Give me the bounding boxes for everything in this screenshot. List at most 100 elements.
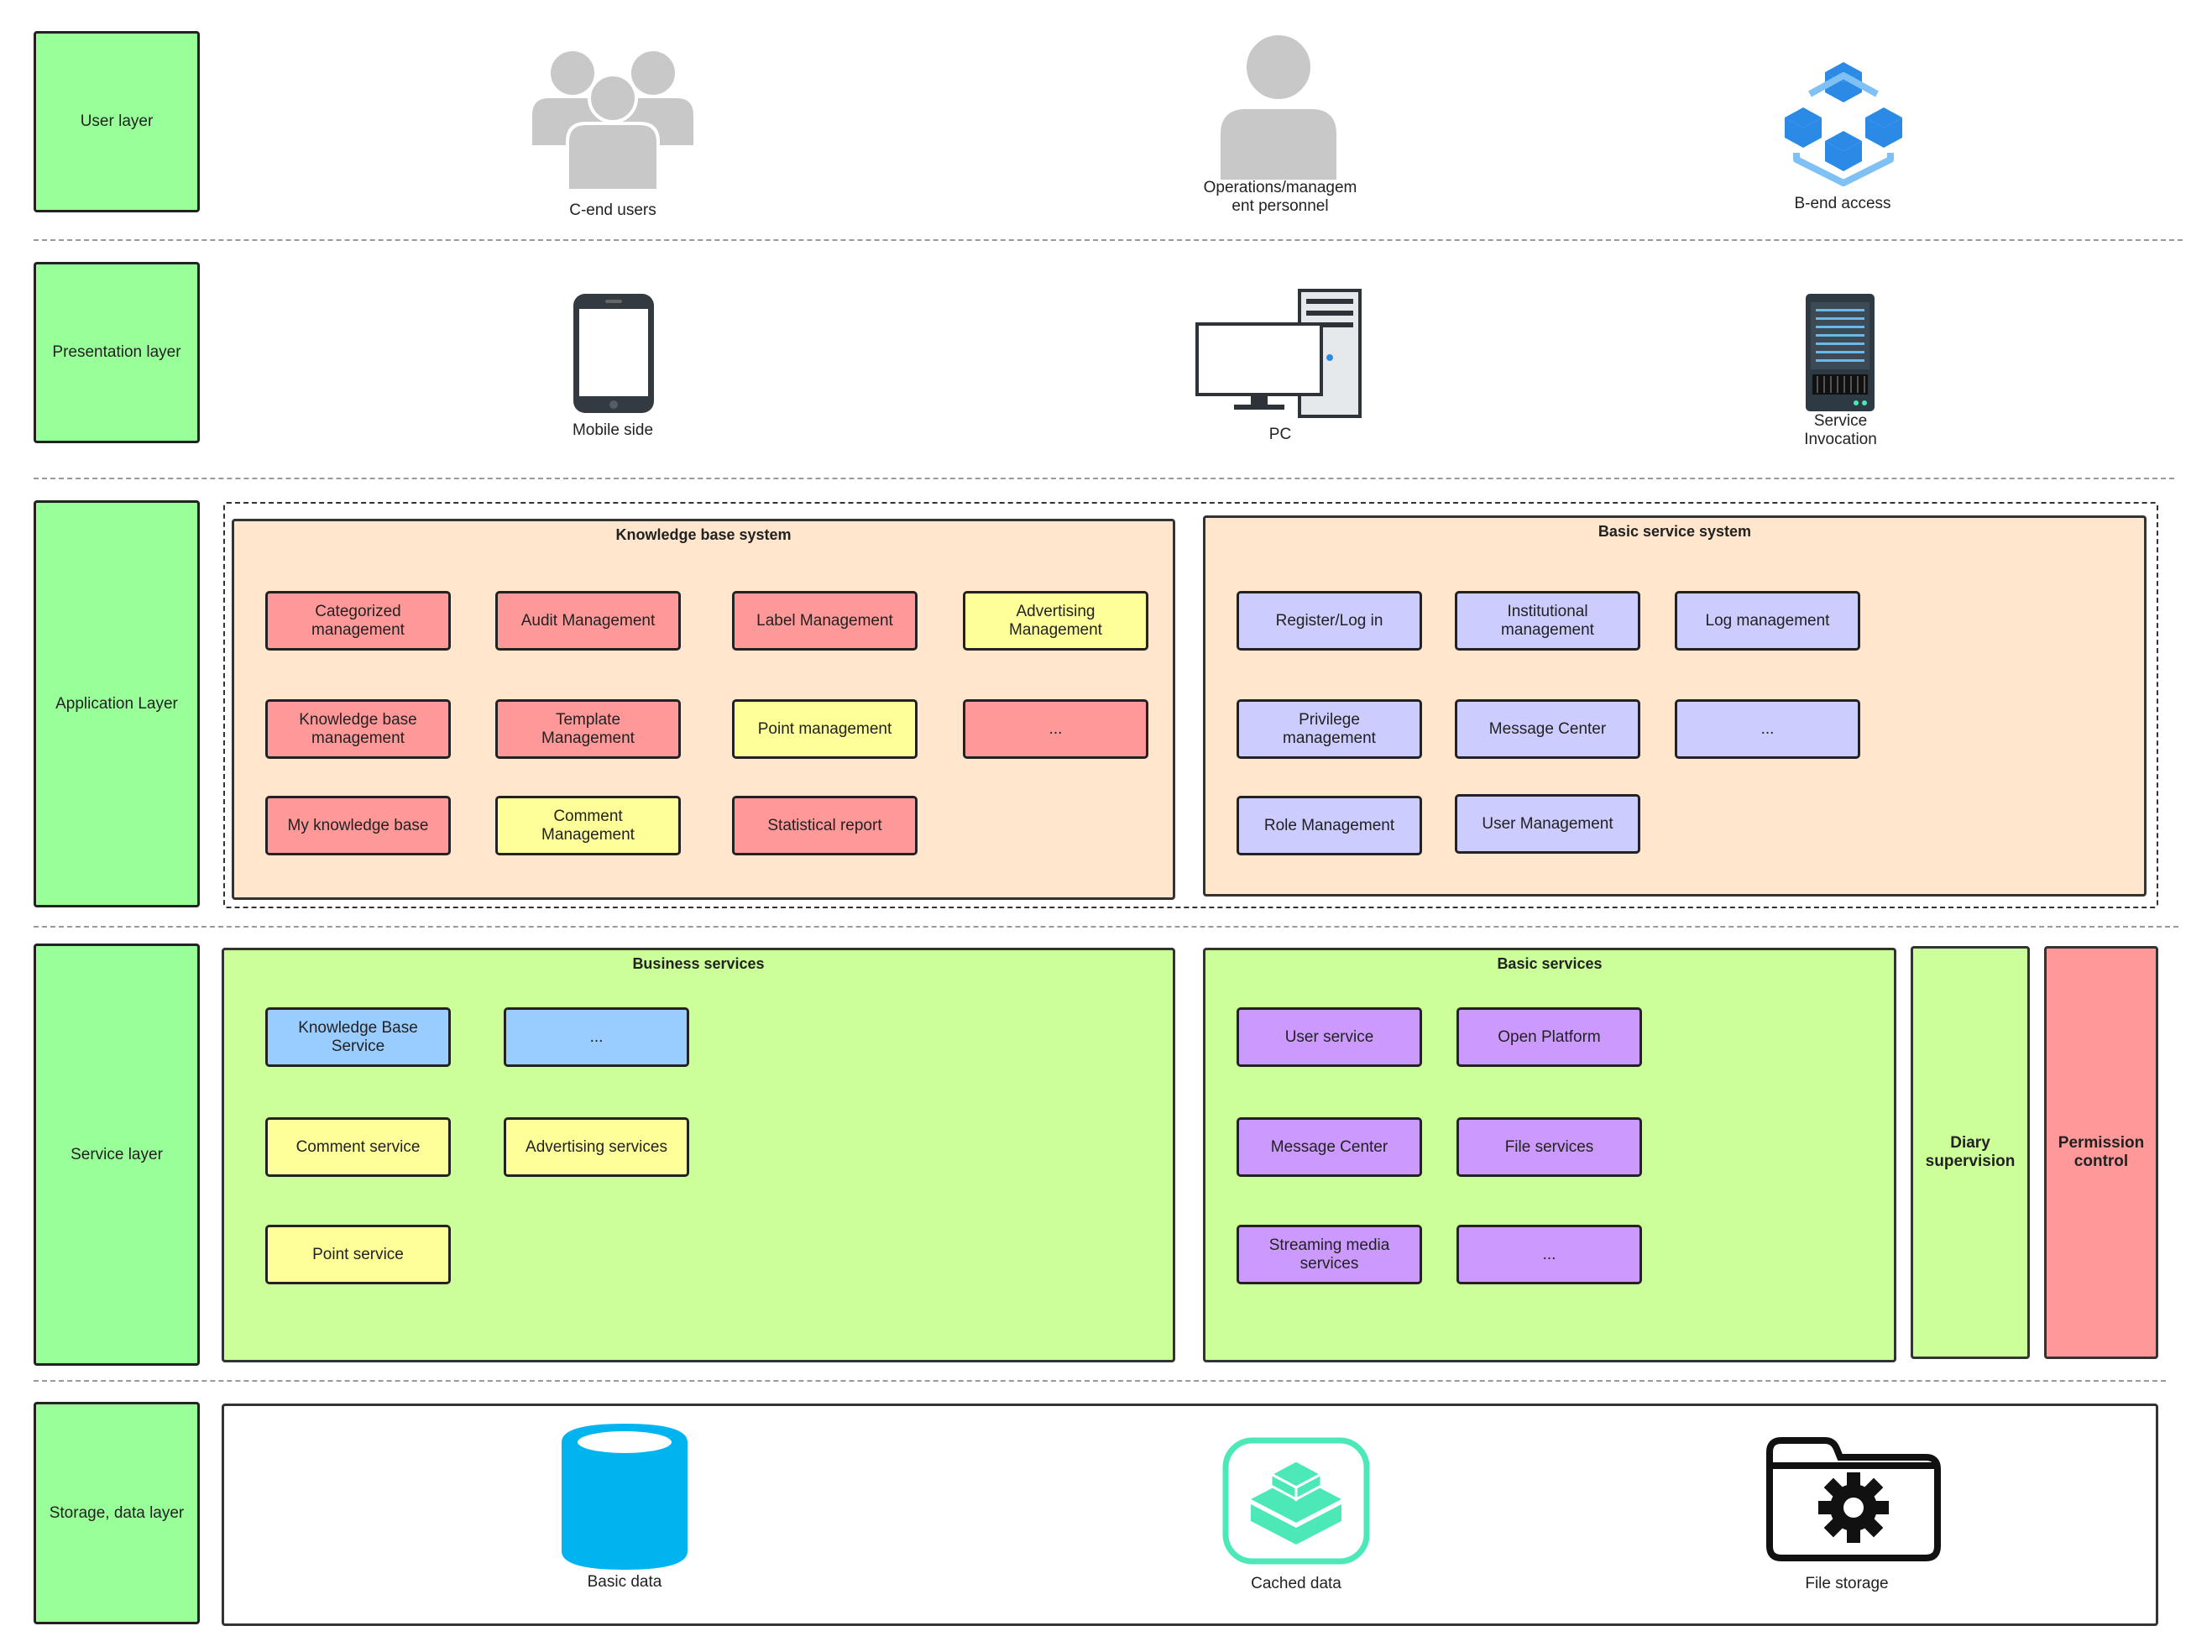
module-line: Message Center [1270, 1137, 1388, 1156]
more-business-module: ... [504, 1007, 689, 1067]
module-text: Comment service [296, 1138, 421, 1157]
module-line: User service [1284, 1027, 1374, 1046]
panel-line: supervision [1925, 1153, 2016, 1170]
cached-data-label: Cached data [1251, 1575, 1341, 1592]
module-text: File services [1505, 1138, 1594, 1157]
module-text: User service [1285, 1028, 1374, 1047]
module-text: Point service [312, 1246, 404, 1264]
caption-line: ent personnel [1232, 197, 1329, 215]
application-container [223, 502, 2158, 908]
label-management-module: Label Management [732, 591, 918, 651]
module-line: Comment [553, 807, 623, 825]
module-text: Open Platform [1498, 1028, 1601, 1047]
user-management-module: User Management [1455, 794, 1640, 854]
desktop-computer-icon [1195, 289, 1362, 418]
b-end-access-label: B-end access [1794, 195, 1891, 212]
module-text: Message Center [1489, 720, 1606, 739]
module-line: ... [1760, 719, 1775, 738]
module-text: User Management [1482, 815, 1613, 834]
more-basic-service-module: ... [1456, 1225, 1642, 1284]
layer-label-text: Service layer [71, 1145, 163, 1163]
module-line: Role Management [1263, 816, 1395, 834]
module-line: Knowledge Base [298, 1018, 418, 1037]
module-line: services [1299, 1254, 1359, 1273]
module-line: ... [1542, 1245, 1556, 1263]
module-line: My knowledge base [287, 816, 429, 834]
layer-separator [34, 239, 2183, 241]
module-line: Audit Management [520, 611, 656, 630]
caption-line: Operations/managem [1203, 179, 1357, 196]
module-line: management [311, 729, 405, 747]
layer-separator [34, 1380, 2166, 1382]
module-text: Advertising services [526, 1138, 667, 1157]
file-storage-label: File storage [1805, 1575, 1889, 1592]
register-login-module: Register/Log in [1237, 591, 1422, 651]
module-line: Comment service [295, 1137, 421, 1156]
module-line: Point management [757, 719, 892, 738]
layer-label-text: User layer [80, 112, 154, 130]
cache-layers-icon [1222, 1437, 1370, 1565]
comment-service-module: Comment service [265, 1117, 451, 1177]
panel-line: Diary [1950, 1134, 1990, 1152]
module-line: management [1283, 729, 1376, 747]
point-service-module: Point service [265, 1225, 451, 1284]
advertising-services-module: Advertising services [504, 1117, 689, 1177]
person-icon [1217, 32, 1340, 183]
module-line: Template [555, 710, 621, 729]
module-line: Statistical report [767, 816, 882, 834]
layer-label-text: Application Layer [55, 694, 178, 713]
users-group-icon [529, 48, 697, 192]
module-line: File services [1504, 1137, 1594, 1156]
layer-label-storage: Storage, data layer [34, 1402, 200, 1624]
open-platform-module: Open Platform [1456, 1007, 1642, 1067]
basic-data-label: Basic data [587, 1573, 662, 1591]
layer-label-text: Storage, data layer [49, 1503, 185, 1522]
group-title: Knowledge base system [615, 526, 792, 543]
module-line: Privilege [1299, 710, 1360, 729]
audit-management-module: Audit Management [495, 591, 681, 651]
folder-gear-icon [1766, 1437, 1941, 1561]
module-line: Advertising [1016, 602, 1096, 620]
panel-line: control [2073, 1153, 2129, 1170]
module-line: Management [541, 729, 635, 747]
file-services-module: File services [1456, 1117, 1642, 1177]
module-line: Categorized [315, 602, 401, 620]
cubes-icon [1785, 62, 1902, 186]
mobile-side-label: Mobile side [572, 421, 654, 439]
module-text: ... [1049, 720, 1063, 739]
operations-personnel-label: Operations/managem ent personnel [1175, 179, 1385, 216]
more-basic-module: ... [1675, 699, 1860, 759]
module-line: Log management [1705, 611, 1830, 630]
point-management-module: Point management [732, 699, 918, 759]
module-text: ... [1543, 1246, 1556, 1264]
log-management-module: Log management [1675, 591, 1860, 651]
layer-separator [34, 478, 2174, 479]
module-line: Management [1009, 620, 1102, 639]
c-end-users-label: C-end users [569, 201, 656, 219]
module-line: management [1501, 620, 1594, 639]
module-line: Institutional [1507, 602, 1588, 620]
module-line: Service [331, 1037, 385, 1055]
module-line: Streaming media [1268, 1236, 1390, 1254]
module-text: Message Center [1271, 1138, 1388, 1157]
user-service-module: User service [1237, 1007, 1422, 1067]
module-text: Register/Log in [1276, 612, 1383, 630]
module-line: Open Platform [1498, 1027, 1601, 1046]
module-text: ... [590, 1028, 604, 1047]
my-knowledge-base-module: My knowledge base [265, 796, 451, 855]
module-line: Label Management [756, 611, 893, 630]
module-text: Log management [1706, 612, 1830, 630]
server-rack-icon [1806, 294, 1875, 411]
module-line: ... [1048, 719, 1063, 738]
